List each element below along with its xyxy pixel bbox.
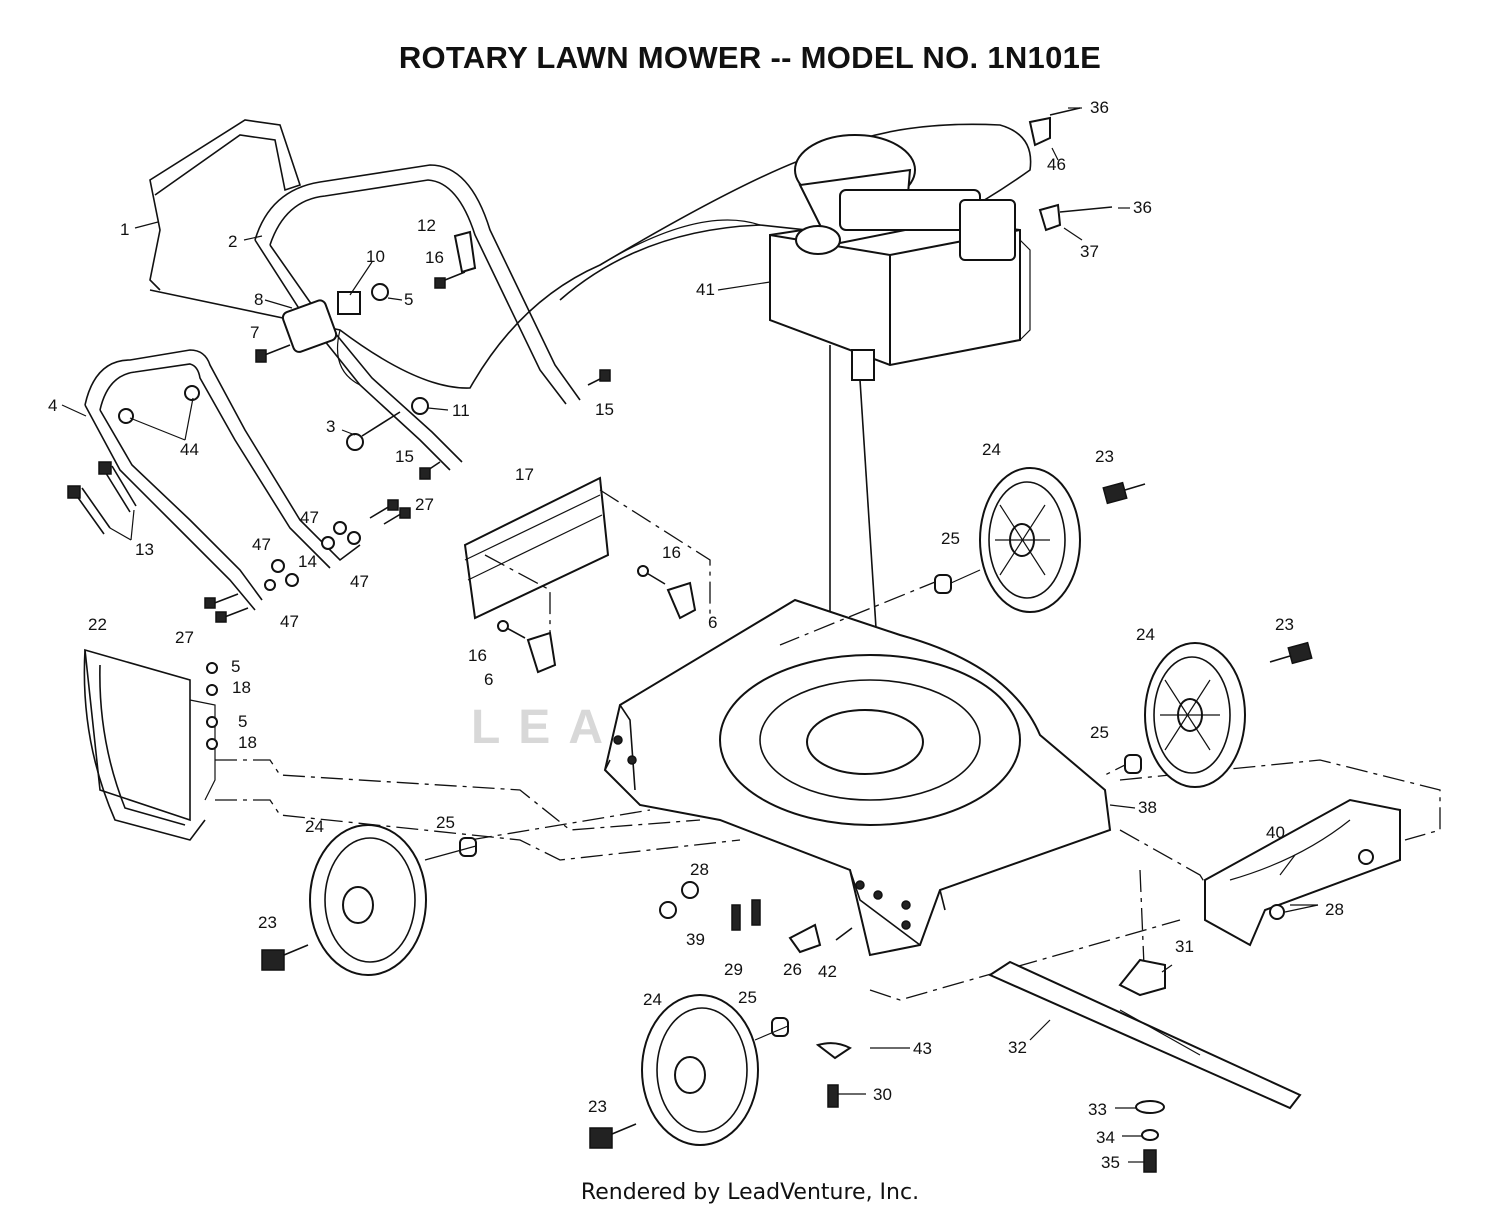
part-label-18: 18 — [232, 678, 251, 697]
part-label-47: 47 — [350, 572, 369, 591]
part-label-28: 28 — [1325, 900, 1344, 919]
part-label-13: 13 — [135, 540, 154, 559]
part-label-24: 24 — [982, 440, 1001, 459]
part-label-23: 23 — [258, 913, 277, 932]
part-label-38: 38 — [1138, 798, 1157, 817]
part-label-23: 23 — [588, 1097, 607, 1116]
part-label-43: 43 — [913, 1039, 932, 1058]
part-label-24: 24 — [1136, 625, 1155, 644]
part-label-16: 16 — [425, 248, 444, 267]
part-label-6: 6 — [484, 670, 493, 689]
part-label-3: 3 — [326, 417, 335, 436]
part-label-14: 14 — [298, 552, 317, 571]
part-label-41: 41 — [696, 280, 715, 299]
part-label-15: 15 — [595, 400, 614, 419]
part-label-31: 31 — [1175, 937, 1194, 956]
diagram-title: ROTARY LAWN MOWER -- MODEL NO. 1N101E — [398, 40, 1102, 75]
part-label-7: 7 — [250, 323, 259, 342]
part-label-26: 26 — [783, 960, 802, 979]
part-label-25: 25 — [738, 988, 757, 1007]
part-label-16: 16 — [468, 646, 487, 665]
upper-handle — [254, 164, 581, 401]
part-label-44: 44 — [180, 440, 199, 459]
rear-deflector — [84, 648, 191, 822]
part-number-labels: 1 2 3 4 5 5 5 6 6 7 8 10 11 12 13 14 15 … — [48, 98, 1344, 1172]
blade-adapter — [1118, 958, 1166, 997]
part-label-47: 47 — [300, 508, 319, 527]
part-label-6: 6 — [708, 613, 717, 632]
wheel-rear-left — [309, 824, 427, 976]
part-label-42: 42 — [818, 962, 837, 981]
part-label-47: 47 — [252, 535, 271, 554]
part-label-29: 29 — [724, 960, 743, 979]
engine — [769, 134, 1031, 381]
part-label-5: 5 — [404, 290, 413, 309]
part-label-17: 17 — [515, 465, 534, 484]
part-label-5: 5 — [238, 712, 247, 731]
part-label-36: 36 — [1090, 98, 1109, 117]
part-label-23: 23 — [1275, 615, 1294, 634]
side-baffle — [463, 476, 610, 620]
part-label-36: 36 — [1133, 198, 1152, 217]
front-baffle — [1204, 798, 1401, 947]
part-label-22: 22 — [88, 615, 107, 634]
part-label-40: 40 — [1266, 823, 1285, 842]
lower-handle — [84, 349, 361, 562]
part-label-27: 27 — [175, 628, 194, 647]
part-label-8: 8 — [254, 290, 263, 309]
part-label-4: 4 — [48, 396, 57, 415]
part-label-27: 27 — [415, 495, 434, 514]
part-label-47: 47 — [280, 612, 299, 631]
part-label-28: 28 — [690, 860, 709, 879]
part-label-23: 23 — [1095, 447, 1114, 466]
part-label-30: 30 — [873, 1085, 892, 1104]
part-label-34: 34 — [1096, 1128, 1115, 1147]
part-label-37: 37 — [1080, 242, 1099, 261]
part-label-12: 12 — [417, 216, 436, 235]
leader-lines — [61, 107, 1319, 1163]
part-label-15: 15 — [395, 447, 414, 466]
part-label-46: 46 — [1047, 155, 1066, 174]
axle-bolts — [261, 481, 1313, 1149]
part-label-32: 32 — [1008, 1038, 1027, 1057]
part-label-18: 18 — [238, 733, 257, 752]
part-label-24: 24 — [643, 990, 662, 1009]
part-label-24: 24 — [305, 817, 324, 836]
part-label-33: 33 — [1088, 1100, 1107, 1119]
part-label-5: 5 — [231, 657, 240, 676]
part-label-39: 39 — [686, 930, 705, 949]
part-label-2: 2 — [228, 232, 237, 251]
footer-credit: Rendered by LeadVenture, Inc. — [580, 1180, 920, 1205]
part-label-11: 11 — [452, 401, 470, 420]
bag-frame — [149, 119, 302, 291]
part-label-25: 25 — [1090, 723, 1109, 742]
part-label-16: 16 — [662, 543, 681, 562]
part-label-1: 1 — [120, 220, 129, 239]
wheel-front-left — [641, 994, 759, 1146]
wheel-front-right — [1144, 642, 1246, 788]
part-label-25: 25 — [436, 813, 455, 832]
blade — [987, 960, 1302, 1110]
part-label-10: 10 — [366, 247, 385, 266]
wheel-rear-right — [979, 467, 1081, 613]
part-label-25: 25 — [941, 529, 960, 548]
part-label-35: 35 — [1101, 1153, 1120, 1172]
